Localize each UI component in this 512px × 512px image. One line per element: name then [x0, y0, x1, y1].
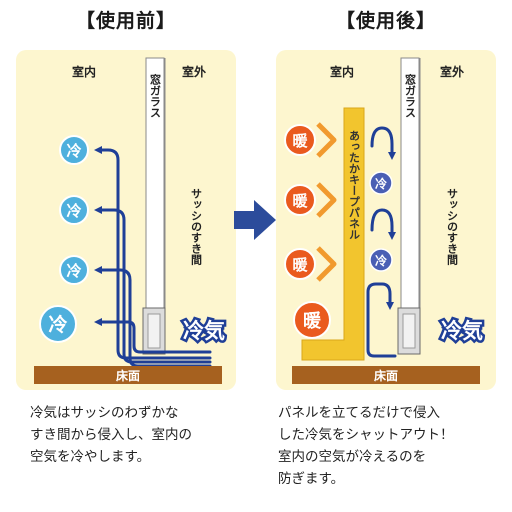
before-cold-badge-2: 冷	[59, 195, 89, 225]
before-gap-label: サッシのすき間	[190, 188, 203, 266]
after-cold-badge-2: 冷	[369, 248, 393, 272]
before-cold-arrow-1	[94, 146, 212, 360]
keep-panel	[301, 107, 365, 361]
before-cold-arrow-2	[94, 206, 212, 364]
before-title: 【使用前】	[75, 10, 176, 32]
after-floor-label: 床面	[374, 368, 398, 383]
svg-text:冷: 冷	[48, 313, 67, 336]
svg-text:冷: 冷	[375, 253, 387, 268]
before-description: 冷気はサッシのわずかな すき間から侵入し、室内の 空気を冷やします。	[30, 405, 192, 465]
before-indoor-label: 室内	[72, 64, 96, 79]
before-window-label: 窓ガラス	[149, 73, 162, 118]
before-floor	[34, 366, 222, 384]
after-cold-badge-1: 冷	[369, 171, 393, 195]
svg-text:冷: 冷	[66, 262, 81, 280]
keep-panel-label: あったかキープパネル	[348, 130, 361, 240]
svg-text:冷: 冷	[66, 142, 81, 160]
after-warm-arrow-1	[316, 122, 337, 158]
after-sash-inner	[402, 313, 416, 349]
after-outdoor-label: 室外	[440, 64, 464, 79]
after-cold-loop-2	[370, 208, 396, 240]
after-warm-badge-2: 暖	[284, 184, 316, 216]
after-warm-arrow-2	[316, 182, 337, 218]
svg-text:暖: 暖	[303, 310, 322, 332]
after-floor	[292, 366, 480, 384]
before-floor-label: 床面	[116, 368, 140, 383]
svg-text:冷: 冷	[375, 176, 387, 191]
before-cold-arrow-4	[94, 318, 212, 354]
after-warm-badge-3: 暖	[284, 248, 316, 280]
after-indoor-label: 室内	[330, 64, 354, 79]
svg-text:暖: 暖	[292, 192, 308, 210]
after-cold-air-label: 冷気	[441, 319, 483, 343]
before-outdoor-label: 室外	[182, 64, 206, 79]
after-cold-loop-1	[366, 282, 397, 358]
after-gap-label: サッシのすき間	[446, 188, 459, 266]
before-cold-badge-4: 冷	[39, 305, 77, 343]
after-warm-badge-4: 暖	[293, 301, 331, 339]
after-title: 【使用後】	[335, 10, 436, 32]
after-warm-badge-1: 暖	[284, 124, 316, 156]
before-diagram: 室内 室外 窓ガラス サッシのすき間 冷 冷 冷	[34, 57, 228, 384]
before-sash-inner	[147, 313, 161, 349]
svg-text:暖: 暖	[292, 132, 308, 150]
after-warm-arrow-3	[316, 246, 337, 282]
after-diagram: 室内 室外 窓ガラス サッシのすき間 あったかキープパネル 冷 冷	[284, 57, 486, 384]
after-cold-loop-3	[370, 126, 396, 160]
after-description: パネルを立てるだけで侵入 した冷気をシャットアウト！ 室内の空気が冷えるのを 防…	[278, 405, 454, 487]
before-cold-arrow-3	[94, 266, 212, 368]
svg-text:暖: 暖	[292, 256, 308, 274]
svg-text:冷: 冷	[66, 202, 81, 220]
after-window-label: 窓ガラス	[404, 73, 417, 118]
before-cold-badge-3: 冷	[59, 255, 89, 285]
right-arrow-icon	[234, 200, 276, 240]
before-cold-badge-1: 冷	[59, 135, 89, 165]
before-cold-air-label: 冷気	[183, 319, 225, 343]
